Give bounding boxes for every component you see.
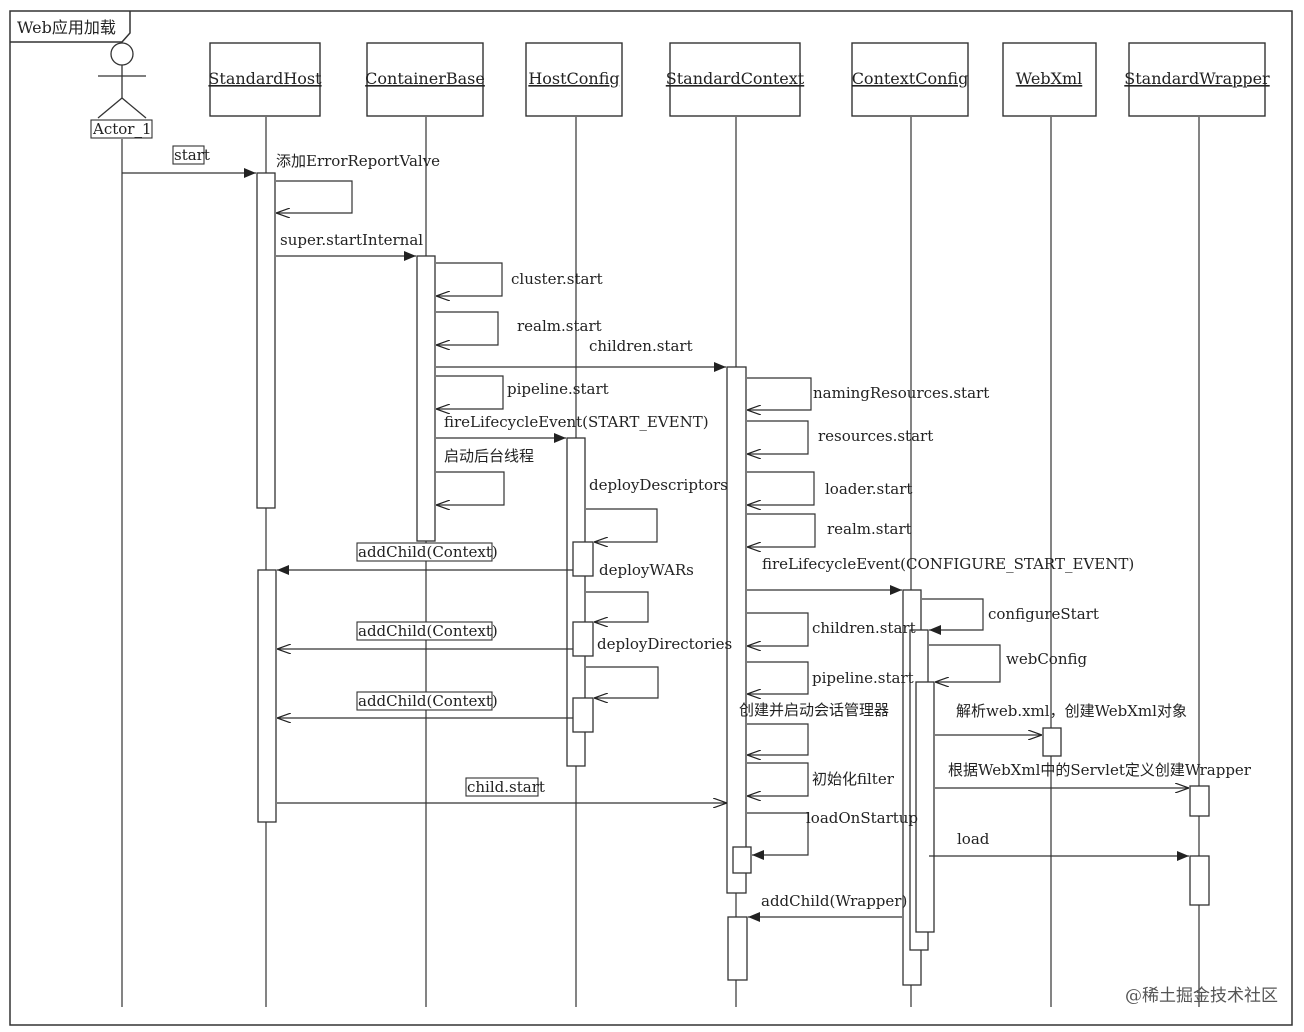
activation-bar [416, 255, 436, 542]
self-message-arrow [436, 311, 499, 345]
message-label: 初始化filter [812, 770, 895, 788]
self-message-arrow [436, 471, 505, 505]
message-label: realm.start [517, 317, 602, 335]
message-label: deployDescriptors [589, 476, 728, 494]
message-label: child.start [467, 778, 545, 796]
activation-bar [1042, 727, 1062, 757]
message-label: cluster.start [511, 270, 603, 288]
self-message-arrow [922, 598, 984, 635]
message-label: super.startInternal [280, 231, 423, 249]
message-label: fireLifecycleEvent(START_EVENT) [444, 413, 709, 431]
message-label: children.start [812, 619, 916, 637]
participant-label: StandardHost [208, 69, 322, 88]
message-label: 解析web.xml，创建WebXml对象 [956, 702, 1187, 720]
message-label: namingResources.start [813, 384, 989, 402]
self-message-arrow [747, 420, 809, 454]
self-message-arrow [436, 262, 503, 296]
message-label: fireLifecycleEvent(CONFIGURE_START_EVENT… [762, 555, 1134, 573]
message-label: load [957, 830, 990, 848]
activation-bar [726, 366, 747, 894]
message-label: 创建并启动会话管理器 [739, 701, 889, 719]
actor-label: Actor_1 [92, 120, 152, 138]
participant-label: StandardWrapper [1124, 69, 1270, 88]
activation-bar [727, 916, 748, 981]
self-message-arrow [586, 508, 658, 542]
activation-bar [1189, 785, 1210, 817]
message-label: 启动后台线程 [444, 447, 534, 465]
message-label: deployDirectories [597, 635, 732, 653]
actor-left-leg [97, 97, 123, 119]
self-message-arrow [747, 377, 812, 410]
message-label: configureStart [988, 605, 1099, 623]
message-label: addChild(Context) [358, 543, 498, 561]
message-label: realm.start [827, 520, 912, 538]
message-labels: start 添加ErrorReportValve super.startInte… [172, 145, 1252, 910]
activation-bar [572, 697, 594, 733]
self-message-arrow [586, 591, 649, 622]
diagram-frame [9, 10, 1293, 1026]
participant-label: WebXml [1016, 69, 1083, 88]
message-label: resources.start [818, 427, 933, 445]
participant-box [209, 42, 321, 117]
self-message-arrow [747, 612, 809, 646]
activation-bar [256, 172, 276, 509]
message-label: deployWARs [599, 561, 694, 579]
self-message-arrow [747, 471, 815, 505]
self-message-arrow [747, 661, 809, 694]
activation-bar [257, 569, 277, 823]
activation-bar [566, 437, 586, 767]
message-label: children.start [589, 337, 693, 355]
self-message-arrow [747, 762, 809, 796]
activation-bar [1189, 855, 1210, 906]
self-message-arrow [747, 723, 809, 755]
message-label-box [356, 691, 493, 711]
participant-box [669, 42, 801, 117]
participant-box [525, 42, 623, 117]
activation-bar [572, 621, 594, 657]
message-label-box [465, 777, 539, 797]
participant-box [1128, 42, 1266, 117]
message-label: addChild(Wrapper) [761, 892, 907, 910]
self-message-arrow [586, 666, 659, 698]
self-message-arrow [747, 513, 816, 547]
message-label: pipeline.start [507, 380, 609, 398]
participant-label: ContextConfig [852, 69, 969, 88]
self-message-arrow [436, 375, 504, 409]
message-label: addChild(Context) [358, 692, 498, 710]
watermark: @稀土掘金技术社区 [1125, 986, 1278, 1006]
activation-bar [915, 681, 935, 933]
participant-label: ContainerBase [365, 69, 485, 88]
message-arrows [122, 168, 1189, 922]
message-label: addChild(Context) [358, 622, 498, 640]
message-label: 根据WebXml中的Servlet定义创建Wrapper [948, 761, 1252, 779]
participant-box [1002, 42, 1097, 117]
actor-head-icon [110, 42, 134, 66]
frame-title-tab [10, 11, 131, 43]
message-label-box [356, 542, 493, 562]
self-message-arrow [747, 812, 809, 860]
message-label: loader.start [825, 480, 912, 498]
message-label: 添加ErrorReportValve [276, 152, 440, 170]
actor: Actor_1 [90, 42, 153, 139]
actor-right-leg [121, 97, 147, 119]
participant-label: StandardContext [666, 69, 805, 88]
self-message-arrow [276, 180, 353, 213]
participants: StandardHost ContainerBase HostConfig St… [208, 42, 1270, 117]
participant-box [851, 42, 969, 117]
message-label-box [356, 621, 493, 641]
message-label: loadOnStartup [806, 809, 918, 827]
activation-bar [732, 846, 752, 874]
self-message-arrow [929, 644, 1001, 682]
message-label-box [172, 145, 205, 165]
participant-label: HostConfig [528, 69, 619, 88]
actor-label-box [90, 119, 153, 139]
message-label: pipeline.start [812, 669, 914, 687]
frame-title: Web应用加载 [17, 18, 116, 37]
message-label: start [174, 146, 210, 164]
activation-bar [572, 541, 594, 577]
activations [256, 172, 1210, 986]
participant-box [366, 42, 484, 117]
message-label: webConfig [1006, 650, 1087, 668]
